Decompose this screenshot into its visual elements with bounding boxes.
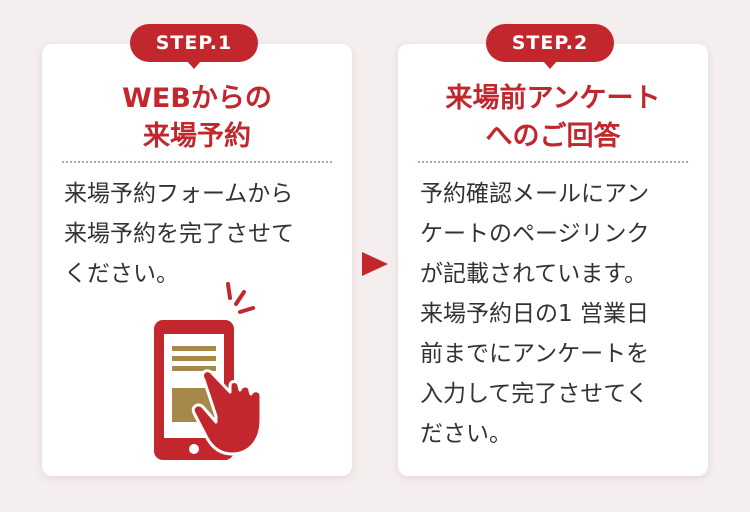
step2-title-line: へのご回答 xyxy=(485,121,621,152)
step1-description: 来場予約フォームから 来場予約を完了させて ください。 xyxy=(64,174,336,294)
step1-title-line: 来場予約 xyxy=(143,121,251,152)
step2-description-line: 前までにアンケートを xyxy=(420,341,650,367)
arrow-right-icon xyxy=(362,252,388,276)
step2-badge: STEP.2 xyxy=(486,24,614,69)
smartphone-tap-icon xyxy=(150,276,290,466)
step2-divider xyxy=(418,161,688,163)
step2-description-line: が記載されています。 xyxy=(420,261,648,287)
step2-description: 予約確認メールにアン ケートのページリンク が記載されています。 来場予約日の1… xyxy=(420,174,692,454)
tap-lines-icon xyxy=(226,282,255,314)
step2-description-line: 予約確認メールにアン xyxy=(420,181,650,207)
step1-divider xyxy=(62,161,332,163)
step2-title-line: 来場前アンケート xyxy=(445,83,661,114)
step2-description-line: 入力して完了させてく xyxy=(420,381,649,407)
step2-card: 来場前アンケート へのご回答 予約確認メールにアン ケートのページリンク が記載… xyxy=(398,44,708,476)
step1-title-line: WEBからの xyxy=(122,83,272,114)
step2-description-line: ケートのページリンク xyxy=(420,221,650,247)
step2-description-line: 来場予約日の1 営業日 xyxy=(420,301,649,327)
step1-description-line: 来場予約フォームから xyxy=(64,181,294,207)
step1-description-line: ください。 xyxy=(64,261,179,287)
step1-badge: STEP.1 xyxy=(130,24,258,69)
step1-description-line: 来場予約を完了させて xyxy=(64,221,294,247)
pointing-hand-icon xyxy=(191,369,263,456)
step2-description-line: ださい。 xyxy=(420,421,512,447)
step1-title: WEBからの 来場予約 xyxy=(42,80,352,156)
step2-title: 来場前アンケート へのご回答 xyxy=(398,80,708,156)
step1-card: WEBからの 来場予約 来場予約フォームから 来場予約を完了させて ください。 xyxy=(42,44,352,476)
